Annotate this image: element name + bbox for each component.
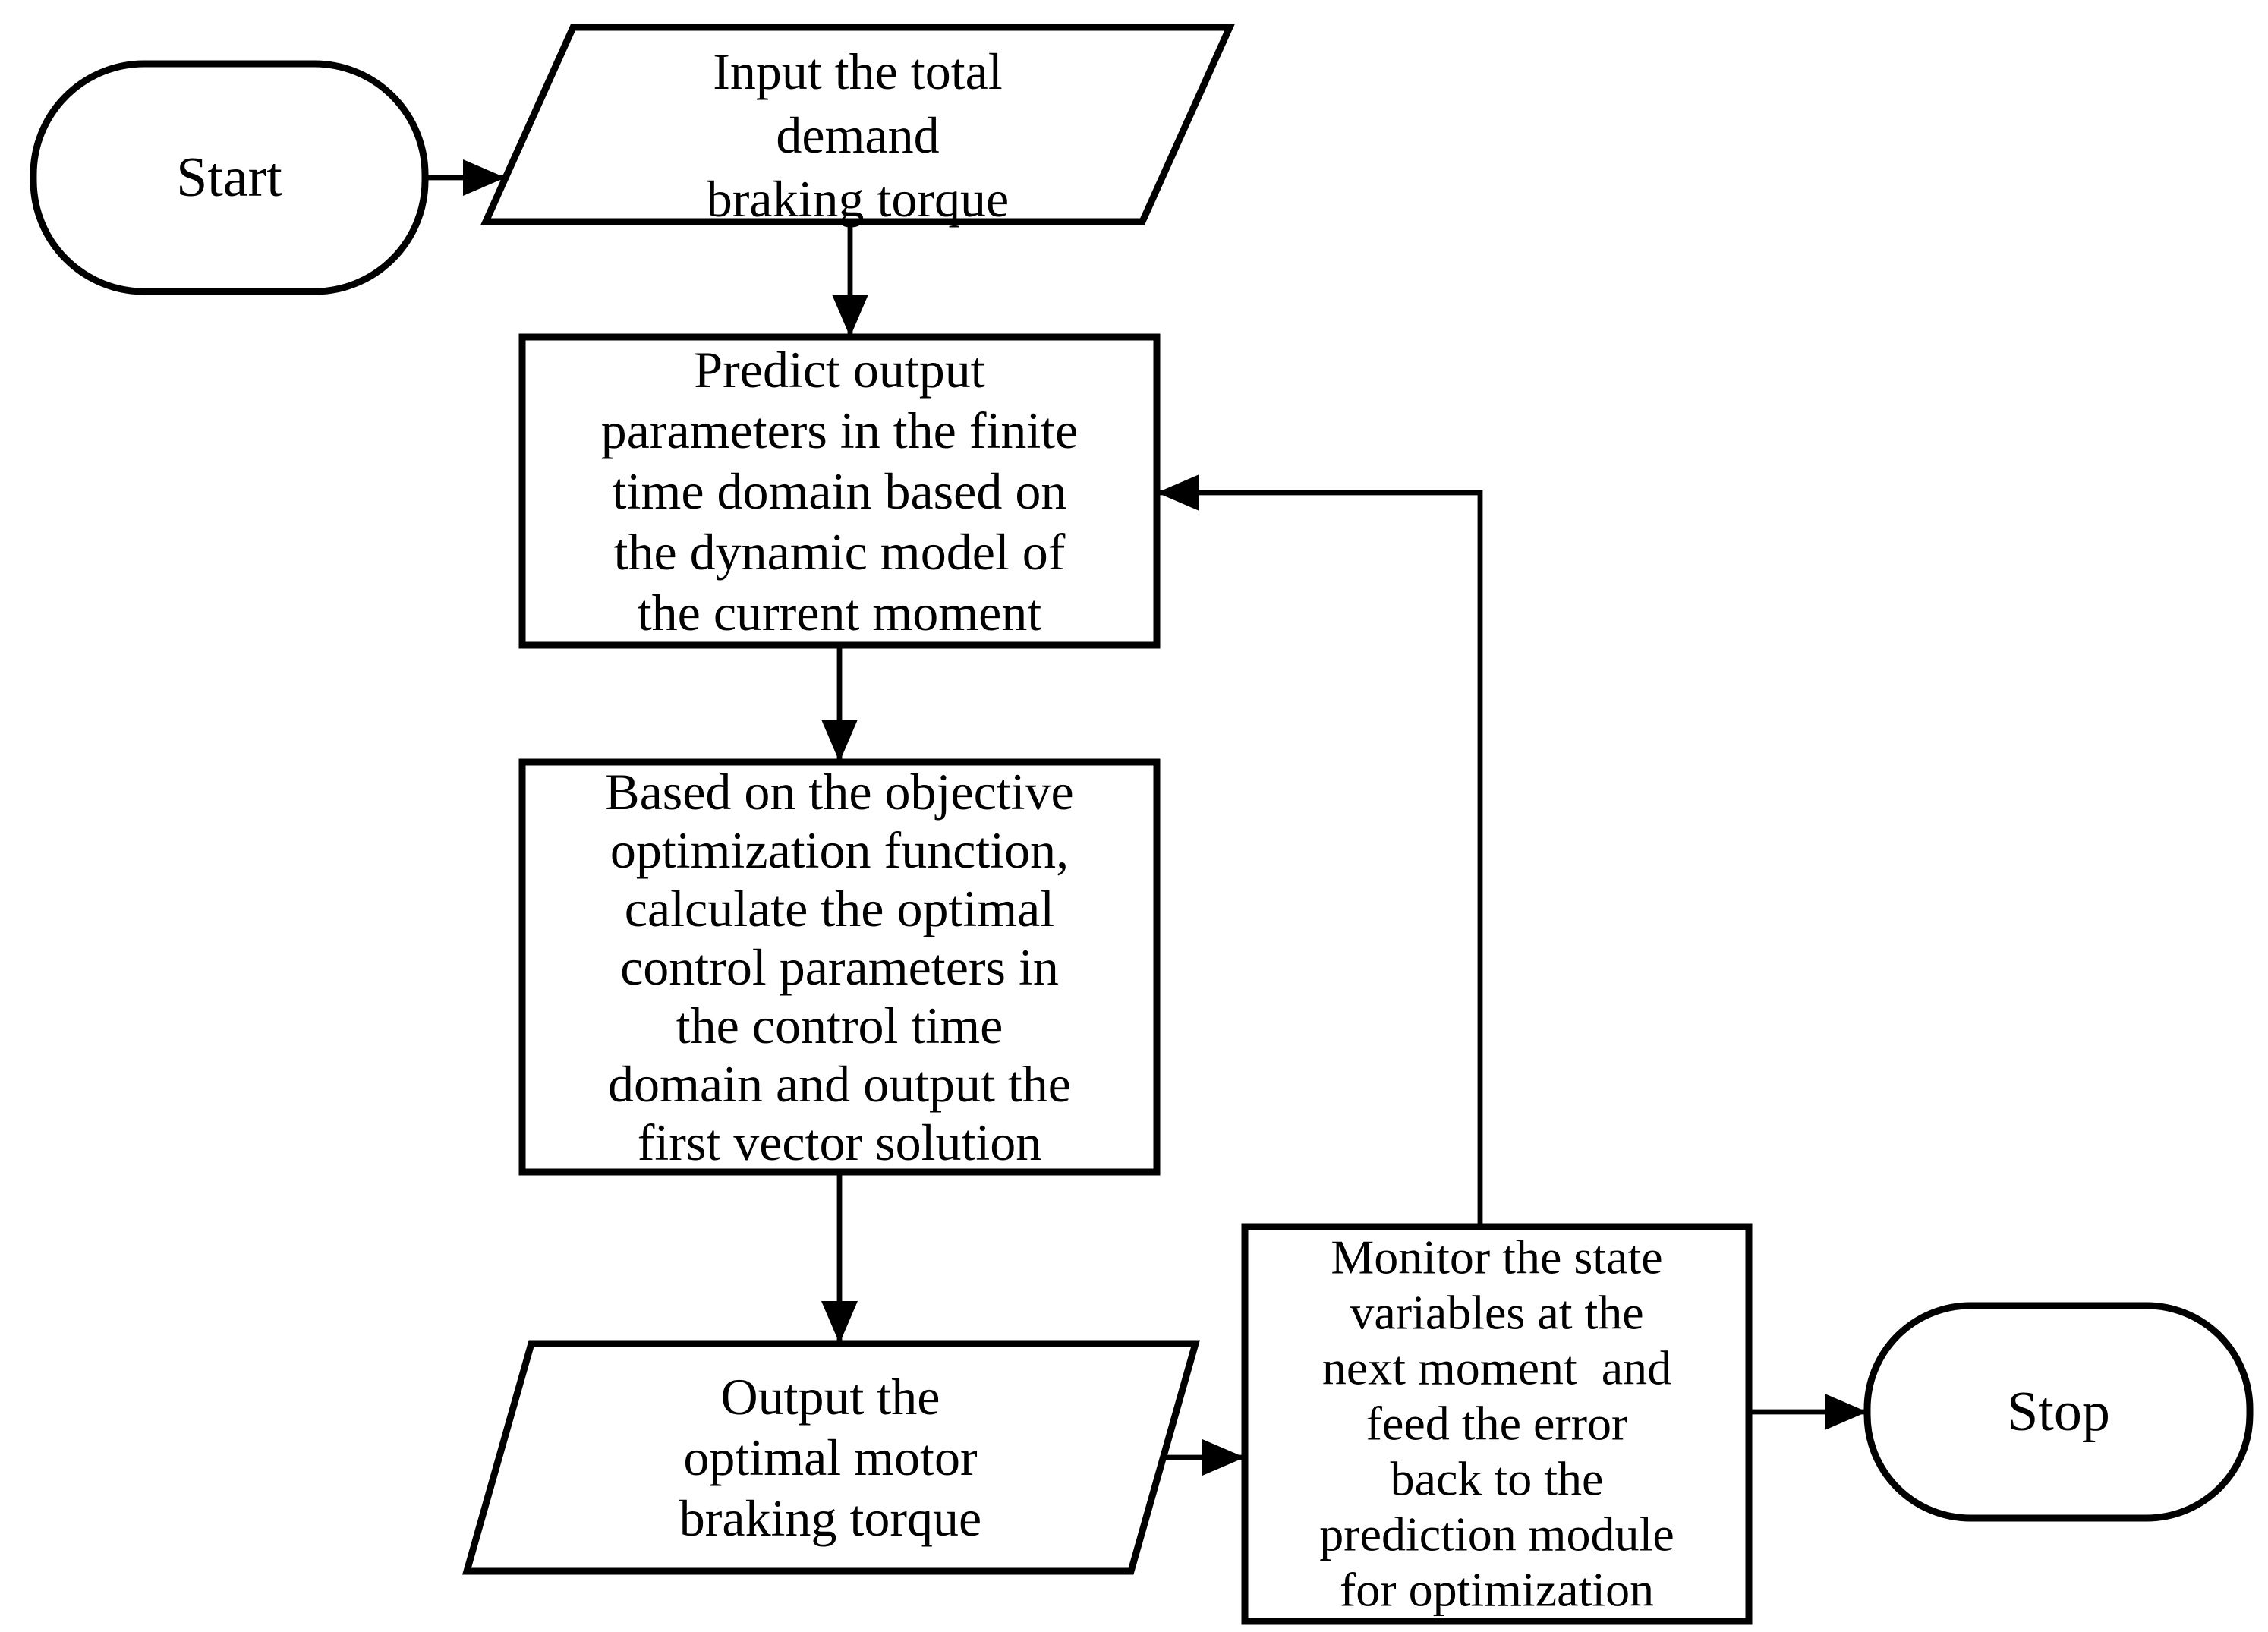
monitor-line-3: next moment and	[1322, 1341, 1671, 1395]
input-line-3: braking torque	[707, 170, 1009, 228]
node-monitor: Monitor the state variables at the next …	[1241, 1223, 1753, 1625]
monitor-line-4: feed the error	[1366, 1397, 1628, 1451]
start-terminator-shape	[30, 60, 429, 295]
edges	[425, 159, 1867, 1476]
edge-monitor-to-predict-feedback	[1157, 474, 1483, 1227]
optimize-line-2: optimization function,	[610, 821, 1069, 879]
output-io-shape	[462, 1340, 1200, 1575]
monitor-line-6: prediction module	[1319, 1508, 1674, 1561]
start-label: Start	[176, 147, 282, 209]
output-line-2: optimal motor	[683, 1429, 978, 1486]
optimize-line-5: the control time	[676, 997, 1003, 1054]
optimize-line-7: first vector solution	[638, 1114, 1042, 1171]
monitor-line-7: for optimization	[1340, 1563, 1654, 1617]
monitor-line-2: variables at the	[1350, 1286, 1643, 1340]
monitor-line-1: Monitor the state	[1331, 1230, 1662, 1284]
node-optimize: Based on the objective optimization func…	[518, 758, 1161, 1176]
output-line-1: Output the	[721, 1368, 940, 1426]
node-start: Start	[30, 60, 429, 295]
node-predict: Predict output parameters in the finite …	[518, 333, 1161, 649]
predict-process-shape	[518, 333, 1161, 649]
predict-line-2: parameters in the finite	[601, 402, 1079, 459]
optimize-line-6: domain and output the	[608, 1055, 1071, 1113]
monitor-process-shape	[1241, 1223, 1753, 1625]
predict-line-1: Predict output	[694, 341, 985, 399]
optimize-line-1: Based on the objective	[605, 763, 1073, 821]
input-line-2: demand	[776, 106, 939, 164]
predict-line-4: the dynamic model of	[614, 523, 1066, 581]
node-stop: Stop	[1863, 1302, 2254, 1522]
input-line-1: Input the total	[713, 43, 1002, 100]
predict-line-3: time domain based on	[613, 462, 1067, 520]
predict-line-5: the current moment	[638, 584, 1042, 641]
node-output: Output the optimal motor braking torque	[462, 1340, 1200, 1575]
stop-label: Stop	[2007, 1381, 2110, 1443]
optimize-line-4: control parameters in	[620, 938, 1059, 996]
optimize-line-3: calculate the optimal	[625, 880, 1054, 937]
stop-terminator-shape	[1863, 1302, 2254, 1522]
optimize-process-shape	[518, 758, 1161, 1176]
monitor-line-5: back to the	[1391, 1452, 1604, 1506]
input-io-shape	[480, 24, 1235, 225]
node-input: Input the total demand braking torque	[480, 24, 1235, 228]
output-line-3: braking torque	[679, 1489, 981, 1547]
